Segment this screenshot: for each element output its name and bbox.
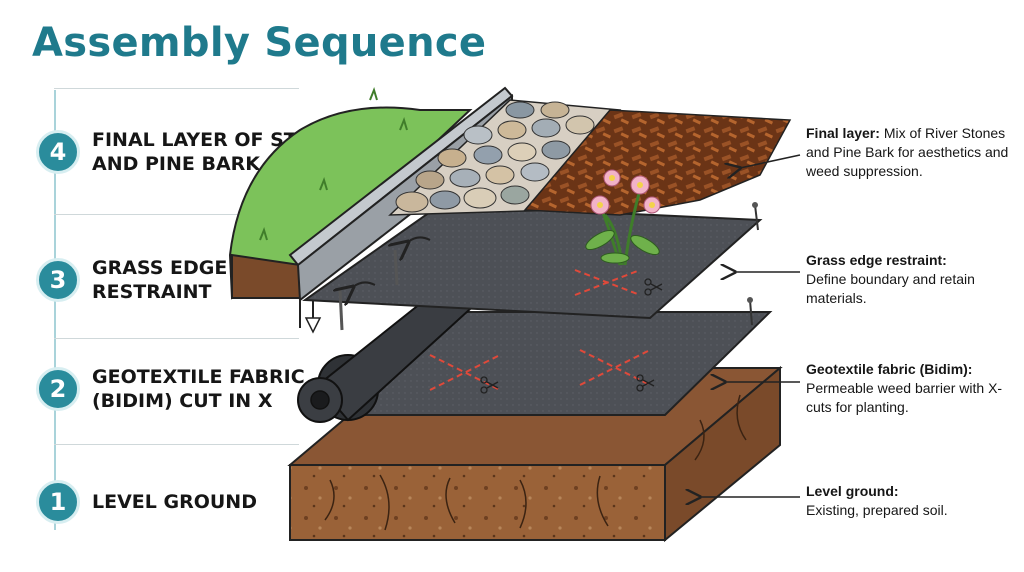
description-text: Existing, prepared soil. — [806, 502, 948, 518]
description-text: Define boundary and retain materials. — [806, 271, 975, 306]
description-text: Permeable weed barrier with X-cuts for p… — [806, 380, 1003, 415]
description-final-layer: Final layer: Mix of River Stones and Pin… — [806, 124, 1016, 181]
description-heading: Final layer: — [806, 125, 880, 141]
scissors-icon — [480, 376, 499, 394]
description-grass-edge: Grass edge restraint: Define boundary an… — [806, 251, 1016, 308]
divider — [54, 338, 299, 339]
description-level-ground: Level ground: Existing, prepared soil. — [806, 482, 1016, 520]
step-number-badge: 4 — [36, 130, 80, 174]
step-1: 1 LEVEL GROUND — [36, 480, 362, 524]
page-title: Assembly Sequence — [32, 20, 487, 66]
plant — [585, 169, 661, 266]
pine-bark — [523, 109, 792, 216]
step-label: GRASS EDGE RESTRAINT — [92, 257, 228, 303]
scissors-icon — [644, 278, 663, 296]
divider — [54, 444, 299, 445]
description-heading: Geotextile fabric (Bidim): — [806, 361, 973, 377]
step-3: 3 GRASS EDGE RESTRAINT — [36, 256, 242, 304]
step-label: LEVEL GROUND — [92, 491, 257, 513]
divider — [54, 214, 299, 215]
step-2: 2 GEOTEXTILE FABRIC (BIDIM) CUT IN X — [36, 365, 312, 413]
geotextile-fabric — [297, 278, 773, 423]
scissors-icon — [636, 374, 655, 392]
step-number-badge: 3 — [36, 258, 80, 302]
description-heading: Level ground: — [806, 483, 899, 499]
timeline-line — [54, 90, 56, 530]
description-text: Mix of River Stones and Pine Bark for ae… — [806, 125, 1009, 179]
step-number-badge: 2 — [36, 367, 80, 411]
step-number-badge: 1 — [36, 480, 80, 524]
step-label: GEOTEXTILE FABRIC (BIDIM) CUT IN X — [92, 366, 305, 412]
divider — [54, 88, 299, 89]
river-stones — [388, 99, 622, 216]
description-heading: Grass edge restraint: — [806, 252, 947, 268]
description-geotextile: Geotextile fabric (Bidim): Permeable wee… — [806, 360, 1016, 417]
grass-mound — [228, 86, 473, 300]
callout-arrows — [700, 154, 801, 497]
